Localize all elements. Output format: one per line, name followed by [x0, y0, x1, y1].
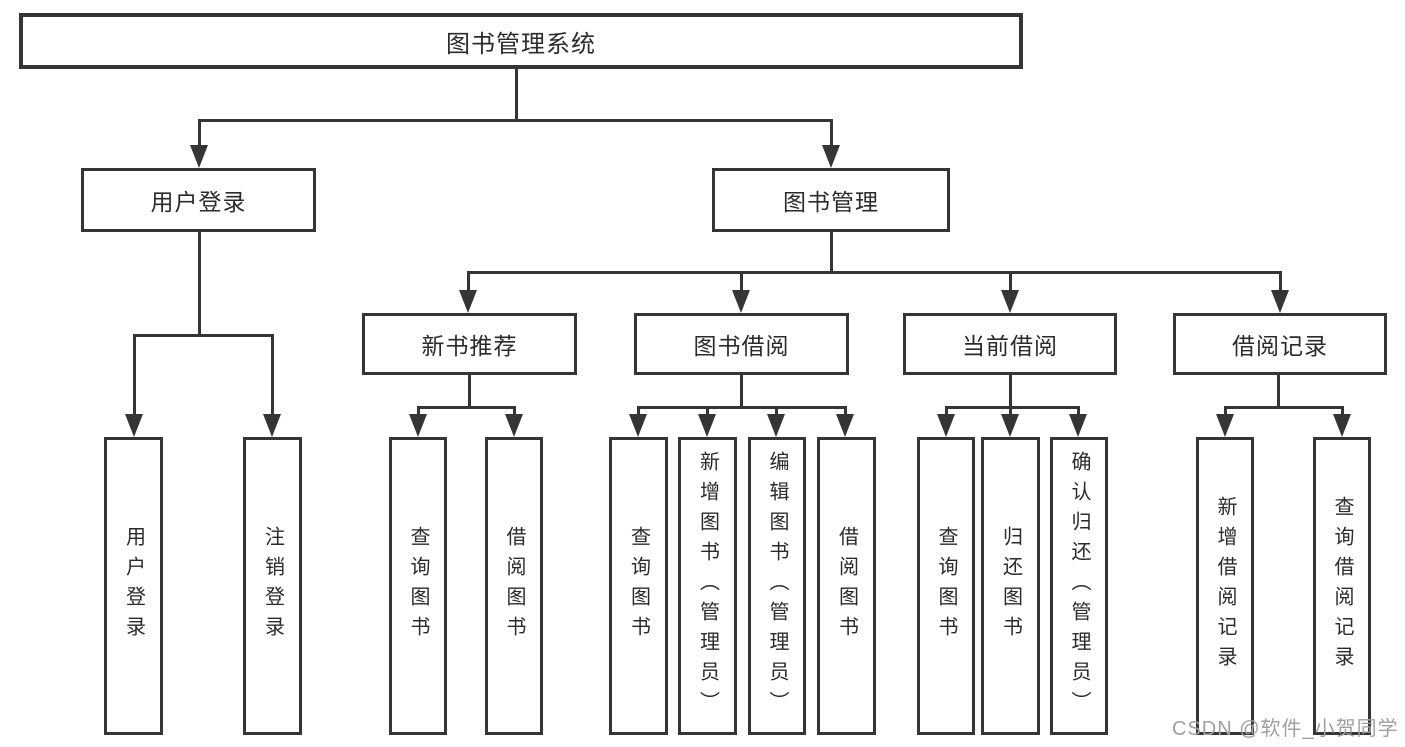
arrowhead-book-mgmt — [822, 145, 840, 168]
connector-current-borrow-stem — [1009, 375, 1012, 409]
arrowhead-query3 — [937, 414, 955, 437]
arrowhead-add-book — [698, 414, 716, 437]
leaf-node-query-borrow-record: 查询借阅记录 — [1313, 437, 1371, 735]
connector-arrow-book-borrow — [740, 271, 743, 291]
branch-node-current-borrow: 当前借阅 — [903, 313, 1117, 375]
leaf-node-add-book-admin: 新增图书（管理员） — [678, 437, 737, 735]
connector-new-rec-stem — [468, 375, 471, 409]
arrowhead-leaf-logout — [263, 414, 281, 437]
leaf-node-add-borrow-record: 新增借阅记录 — [1196, 437, 1254, 735]
connector-arrow-user-login — [198, 119, 201, 147]
arrowhead-return-book — [1001, 414, 1019, 437]
connector-arrow-book-mgmt — [830, 119, 833, 147]
connector-arrow-current-borrow — [1009, 271, 1012, 291]
arrowhead-query-record — [1333, 414, 1351, 437]
branch-node-user-login: 用户登录 — [81, 168, 316, 232]
leaf-node-edit-book-admin: 编辑图书（管理员） — [748, 437, 806, 735]
connector-arrow-query3 — [945, 406, 948, 415]
connector-borrow-records-bus — [1224, 406, 1343, 409]
arrowhead-edit-book — [767, 414, 785, 437]
leaf-node-confirm-return-admin: 确认归还（管理员） — [1050, 437, 1108, 735]
arrowhead-new-rec — [459, 290, 477, 313]
connector-arrow-borrow-records — [1279, 271, 1282, 291]
connector-current-borrow-bus — [945, 406, 1080, 409]
connector-arrow-borrow1 — [513, 406, 516, 415]
arrowhead-current-borrow — [1001, 290, 1019, 313]
connector-arrow-leaf-login — [133, 334, 136, 415]
leaf-node-query-books-borrow: 查询图书 — [609, 437, 668, 735]
arrowhead-confirm-return — [1069, 414, 1087, 437]
connector-arrow-leaf-logout — [271, 334, 274, 415]
leaf-node-borrow-books: 借阅图书 — [817, 437, 876, 735]
connector-arrow-add-record — [1224, 406, 1227, 415]
connector-arrow-query2 — [637, 406, 640, 415]
connector-book-mgmt-stem — [830, 232, 833, 274]
connector-user-login-bus — [133, 334, 274, 337]
leaf-node-return-book: 归还图书 — [981, 437, 1040, 735]
arrowhead-book-borrow — [732, 290, 750, 313]
connector-book-borrow-bus — [637, 406, 847, 409]
branch-node-borrow-records: 借阅记录 — [1173, 313, 1387, 375]
connector-arrow-edit-book — [775, 406, 778, 415]
branch-node-book-borrow: 图书借阅 — [634, 313, 849, 375]
connector-arrow-return-book — [1009, 406, 1012, 415]
connector-user-login-stem — [198, 232, 201, 337]
arrowhead-leaf-login — [125, 414, 143, 437]
connector-arrow-query-record — [1341, 406, 1344, 415]
connector-book-borrow-stem — [740, 375, 743, 409]
connector-arrow-query1 — [417, 406, 420, 415]
arrowhead-add-record — [1216, 414, 1234, 437]
connector-level2-bus — [198, 119, 832, 122]
arrowhead-user-login — [190, 145, 208, 168]
arrowhead-borrow2 — [836, 414, 854, 437]
connector-arrow-new-rec — [467, 271, 470, 291]
leaf-node-query-books-current: 查询图书 — [917, 437, 975, 735]
csdn-watermark: CSDN @软件_小贺同学 — [1172, 718, 1399, 740]
arrowhead-query2 — [629, 414, 647, 437]
leaf-node-query-books-recommend: 查询图书 — [389, 437, 447, 735]
arrowhead-borrow1 — [505, 414, 523, 437]
connector-new-rec-bus — [417, 406, 516, 409]
leaf-node-logout: 注销登录 — [243, 437, 302, 735]
arrowhead-borrow-records — [1271, 290, 1289, 313]
connector-arrow-add-book — [706, 406, 709, 415]
arrowhead-query1 — [409, 414, 427, 437]
connector-root-stem — [515, 69, 518, 121]
connector-arrow-borrow2 — [844, 406, 847, 415]
leaf-node-user-login: 用户登录 — [104, 437, 163, 735]
leaf-node-borrow-books-recommend: 借阅图书 — [485, 437, 543, 735]
connector-borrow-records-stem — [1277, 375, 1280, 409]
branch-node-book-management: 图书管理 — [712, 168, 950, 232]
connector-level3-bus — [467, 271, 1282, 274]
connector-arrow-confirm-return — [1077, 406, 1080, 415]
branch-node-new-book-recommend: 新书推荐 — [362, 313, 577, 375]
root-node-library-system: 图书管理系统 — [19, 13, 1023, 69]
